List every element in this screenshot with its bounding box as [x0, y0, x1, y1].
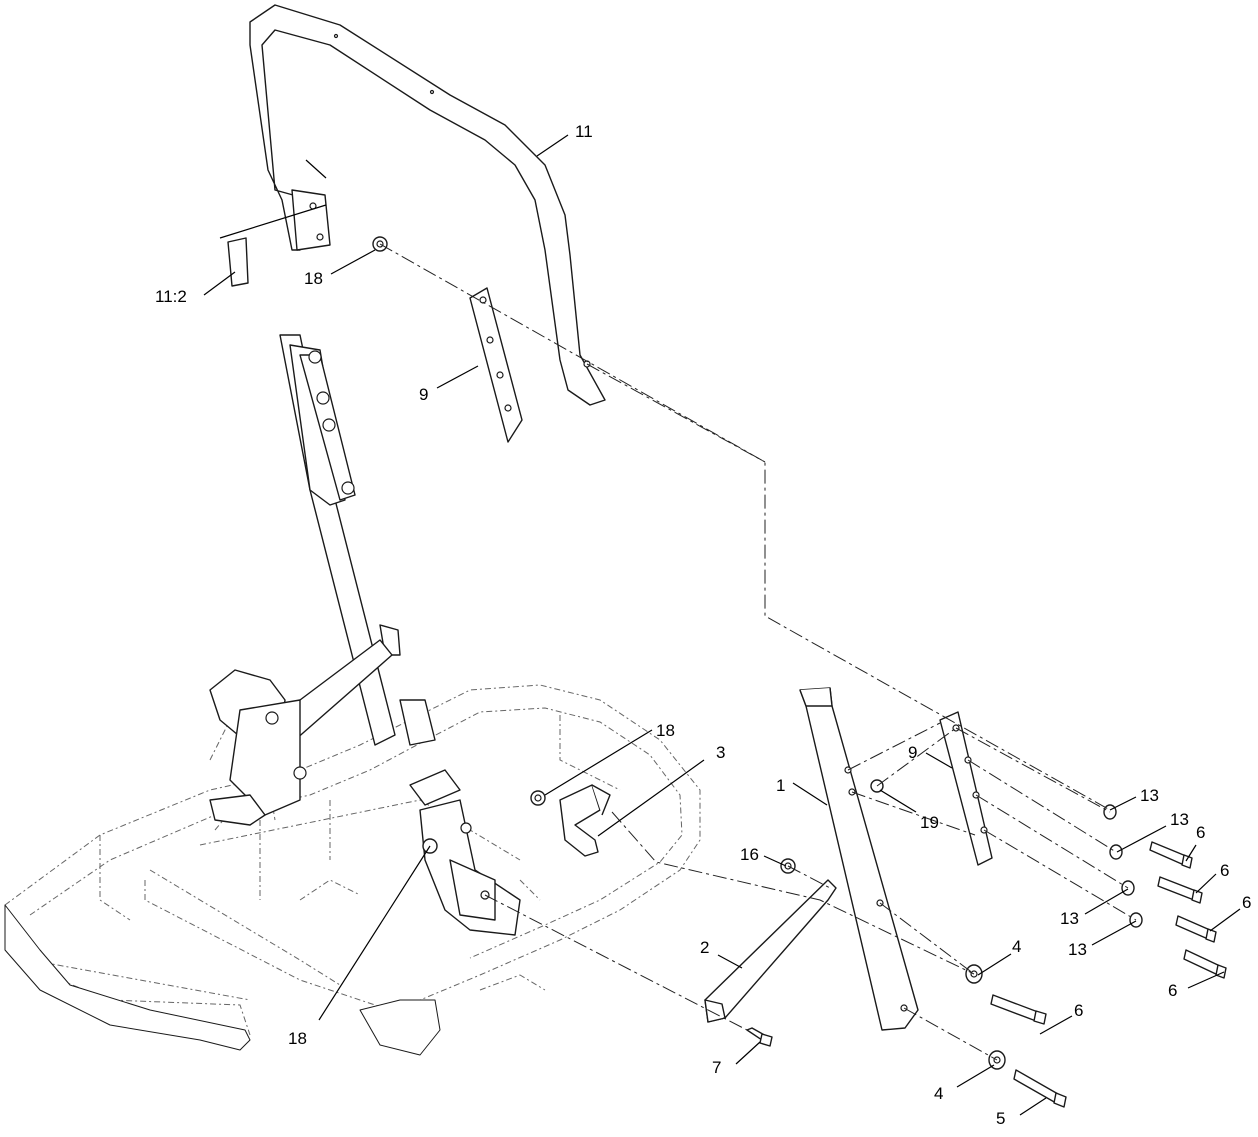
callout-3: 3: [716, 743, 725, 762]
alignment-lines: [379, 243, 1137, 1061]
callout-19: 19: [920, 813, 939, 832]
callout-11-2: 11:2: [155, 287, 187, 306]
callout-4-b: 4: [934, 1084, 943, 1103]
part-9-right-plate: [939, 711, 993, 866]
callout-5: 5: [996, 1109, 1005, 1128]
callout-6-b: 6: [1220, 861, 1229, 880]
part-1-upright: [799, 687, 919, 1031]
callout-16: 16: [740, 845, 759, 864]
hardware-washers-bolts: [965, 804, 1227, 1108]
callout-13-d: 13: [1068, 940, 1087, 959]
part-7-bolt: [746, 1027, 773, 1047]
callout-1: 1: [776, 776, 785, 795]
callout-18-top: 18: [304, 269, 323, 288]
leader-lines: [203, 134, 1241, 1116]
part-11-rops-hoop: [249, 4, 606, 406]
callout-13-c: 13: [1060, 909, 1079, 928]
left-bracket-assembly: [209, 669, 307, 826]
callout-7: 7: [712, 1058, 721, 1077]
callout-18-bottom: 18: [288, 1029, 307, 1048]
callout-6-c: 6: [1242, 893, 1251, 912]
callout-labels: 11 11:2 18 9 18 3 1 9 19 13 13 6 6 6 13 …: [155, 122, 1251, 1128]
callout-6-a: 6: [1196, 823, 1205, 842]
part-9-left-plate: [469, 287, 523, 443]
callout-6-d: 6: [1168, 981, 1177, 1000]
callout-11: 11: [575, 122, 593, 141]
callout-18-middle: 18: [656, 721, 675, 740]
callout-2: 2: [700, 938, 709, 957]
callout-4-a: 4: [1012, 937, 1021, 956]
right-bracket-assembly: [409, 769, 521, 936]
part-2-brace: [704, 879, 837, 1023]
callout-13-b: 13: [1170, 810, 1189, 829]
deck-plate: [4, 904, 441, 1056]
callout-6-e: 6: [1074, 1001, 1083, 1020]
callout-9-left: 9: [419, 385, 428, 404]
rops-lower-upright: [279, 334, 436, 746]
callout-9-right: 9: [908, 743, 917, 762]
mower-frame: [4, 684, 701, 1036]
part-3-bracket: [530, 784, 611, 857]
callout-13-a: 13: [1140, 786, 1159, 805]
